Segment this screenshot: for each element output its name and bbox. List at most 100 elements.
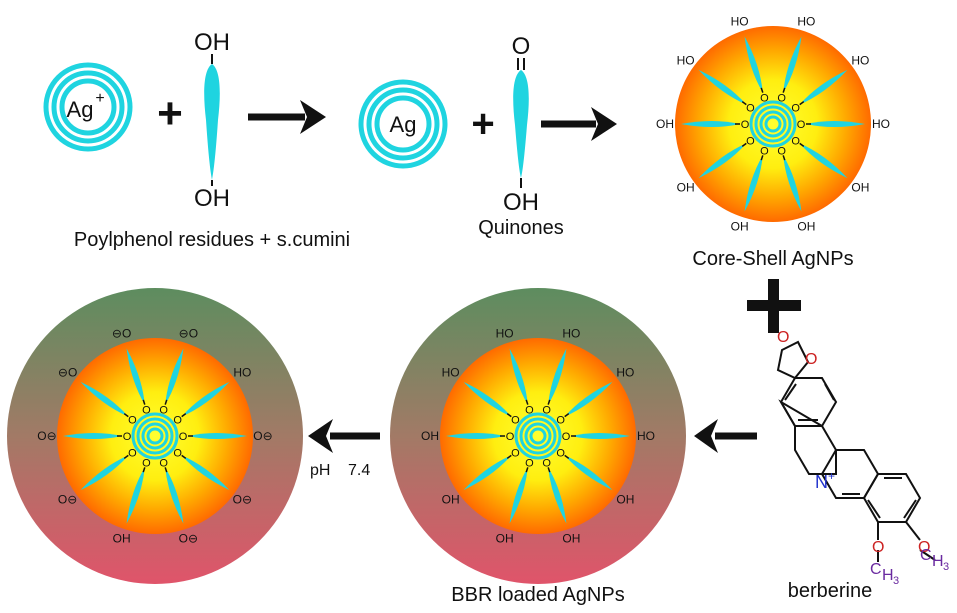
bbr-carbonyl-o: O <box>511 415 520 427</box>
ph74-end-group: HO <box>233 366 251 380</box>
ph74-end-group: O⊖ <box>37 429 56 443</box>
ch3-sub-2: 3 <box>943 561 949 573</box>
ph74-end-group: O⊖ <box>58 492 77 506</box>
core-shell-end-group: OH <box>851 180 869 194</box>
bbr-silver-ring <box>519 417 557 455</box>
bbr-carbonyl-o: O <box>556 415 565 427</box>
bbr-end-group: OH <box>562 532 580 546</box>
quinone-bottom-oh: OH <box>503 189 539 216</box>
ph74-ligand-stick <box>126 467 145 524</box>
ph74-carbonyl-o: O <box>179 431 188 443</box>
core-shell-bond <box>760 155 764 161</box>
ph74-ligand-stick <box>80 455 129 491</box>
quinone-molecule: O OH <box>503 33 539 216</box>
arrow-left-icon <box>694 419 757 453</box>
core-shell-silver-ring <box>754 105 792 143</box>
core-shell-caption: Core-Shell AgNPs <box>692 248 853 270</box>
ph74-ligand-stick <box>165 467 184 524</box>
bbr-end-group: OH <box>616 492 634 506</box>
core-shell-end-group: HO <box>797 14 815 28</box>
ph74-end-group: ⊖O <box>179 326 198 340</box>
ph74-ligand-stick <box>181 455 230 491</box>
berberine-n-charge: + <box>828 469 835 483</box>
bbr-end-group: HO <box>442 366 460 380</box>
ph74-carbonyl-o: O <box>128 447 137 459</box>
core-shell-end-group: OH <box>731 220 749 234</box>
bbr-end-group: HO <box>562 326 580 340</box>
ph-label: pH <box>310 462 330 479</box>
ph74-end-group: O⊖ <box>179 532 198 546</box>
ph-value: 7.4 <box>348 462 370 479</box>
ch3-c-2: C <box>920 547 932 564</box>
core-shell-ligand-stick <box>744 36 763 93</box>
core-shell-ligand-stick <box>681 121 740 127</box>
ch3-c-1: C <box>870 561 882 578</box>
arrow-left-icon <box>308 419 380 453</box>
ph74-carbonyl-o: O <box>159 404 168 416</box>
berberine-o-4: O <box>918 539 930 556</box>
bbr-loaded-caption: BBR loaded AgNPs <box>451 584 624 606</box>
polyphenol-molecule: OH OH <box>194 29 230 212</box>
core-shell-ligand-stick <box>783 36 802 93</box>
bbr-ligand-stick <box>463 381 512 417</box>
core-shell-carbonyl-o: O <box>746 135 755 147</box>
quinones-caption: Quinones <box>478 217 564 239</box>
bbr-carbonyl-o: O <box>525 458 534 470</box>
core-shell-silver-ring <box>759 110 787 138</box>
core-shell-end-group: HO <box>731 14 749 28</box>
ph74-ligand-stick <box>63 433 122 439</box>
ph74-silver-ring <box>146 427 164 445</box>
core-shell-ligand-stick <box>799 143 848 179</box>
bbr-bond <box>525 399 529 405</box>
ph74-ligand-stick <box>165 348 184 405</box>
ph74-silver-ring <box>131 412 179 460</box>
ag-ion-particle: Ag + <box>43 62 133 152</box>
core-shell-carbonyl-o: O <box>791 103 800 115</box>
core-shell-ligand-stick <box>744 155 763 212</box>
ph74-bond <box>181 454 187 459</box>
core-shell-bond <box>760 87 764 93</box>
bbr-bond <box>525 467 529 473</box>
ph74-carbonyl-o: O <box>142 404 151 416</box>
core-shell-end-group: HO <box>677 54 695 68</box>
bbr-bond <box>564 454 570 459</box>
bbr-end-group: OH <box>442 492 460 506</box>
bbr-bond <box>564 413 570 418</box>
core-shell-carbonyl-o: O <box>746 103 755 115</box>
bbr-carbonyl-o: O <box>506 431 515 443</box>
ph74-carbonyl-o: O <box>123 431 132 443</box>
ph74-silver-ring <box>141 422 169 450</box>
bbr-ligand-stick <box>548 467 567 524</box>
plus-sign-2: + <box>471 102 494 146</box>
bbr-ligand-stick <box>509 348 528 405</box>
ph74-end-group: ⊖O <box>112 326 131 340</box>
bbr-ligand-stick <box>446 433 505 439</box>
ag-label: Ag <box>390 112 417 137</box>
polyphenol-top-oh: OH <box>194 29 230 56</box>
core-shell-carbonyl-o: O <box>791 135 800 147</box>
core-shell-silver-ring <box>764 115 782 133</box>
core-shell-carbonyl-o: O <box>741 119 750 131</box>
polyphenol-caption: Poylphenol residues + s.cumini <box>74 229 350 251</box>
berberine-o-2: O <box>805 351 817 368</box>
ph74-ligand-stick <box>181 381 230 417</box>
ph74-end-group: ⊖O <box>58 366 77 380</box>
core-shell-carbonyl-o: O <box>760 146 769 158</box>
bbr-bond <box>506 454 512 459</box>
berberine-o-1: O <box>777 329 789 346</box>
ph74-bond <box>181 413 187 418</box>
core-shell-ligand-stick <box>698 143 747 179</box>
bbr-ligand-stick <box>571 433 630 439</box>
core-shell-ligand-stick <box>806 121 865 127</box>
bbr-carbonyl-o: O <box>556 447 565 459</box>
core-shell-bond <box>799 101 805 106</box>
ph74-carbonyl-o: O <box>173 447 182 459</box>
plus-sign-1: + <box>157 89 183 138</box>
core-shell-ligand-stick <box>698 69 747 105</box>
ch3-sub-1: 3 <box>893 575 899 587</box>
ag-ion-charge: + <box>95 90 104 107</box>
bbr-end-group: HO <box>496 326 514 340</box>
bbr-ligand-stick <box>463 455 512 491</box>
